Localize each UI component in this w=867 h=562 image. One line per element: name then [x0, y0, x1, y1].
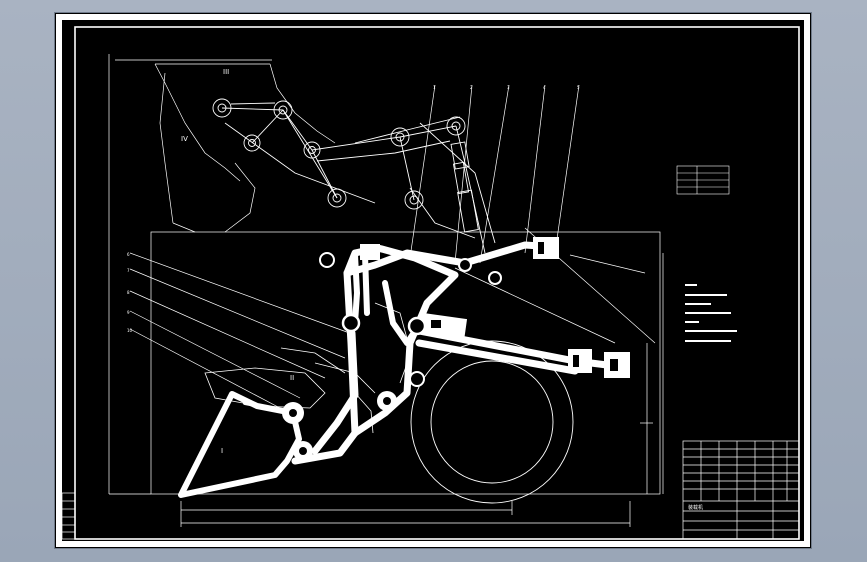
callout-2: 2: [470, 85, 473, 90]
callout-3: 3: [507, 85, 510, 90]
zone-label-top: III: [223, 68, 229, 76]
title-block-name: 装载机: [688, 504, 703, 511]
cylinder-block-details: [431, 242, 618, 371]
pivot-pins: [282, 252, 502, 461]
title-block: [682, 440, 800, 540]
sheet-outer-border: [56, 14, 810, 547]
linkage-detail-lines: [314, 302, 412, 434]
bucket-raised-outline: [204, 347, 346, 409]
leader-10: 10: [127, 328, 133, 333]
front-wheel: [410, 340, 574, 504]
lift-cylinder-upper: [450, 141, 479, 233]
callout-1: 1: [433, 85, 436, 90]
zone-label-bucket: I: [221, 447, 223, 455]
technical-notes: [685, 284, 737, 342]
sheet-inner-frame: [74, 26, 800, 540]
callout-4: 4: [543, 85, 546, 90]
lowered-bucket: [178, 391, 302, 498]
zone-label-left: IV: [181, 135, 188, 143]
left-strip-table: [61, 492, 76, 540]
trajectory-lines: [129, 84, 656, 409]
raised-linkage: [212, 98, 496, 254]
cad-viewport[interactable]: 装载机: [55, 13, 811, 548]
zone-label-mid: II: [290, 374, 294, 382]
lowered-lift-cylinder: [352, 252, 418, 346]
parameter-table: [676, 165, 730, 195]
leader-7: 7: [127, 268, 130, 273]
leader-8: 8: [127, 290, 130, 295]
leader-9: 9: [127, 310, 130, 315]
chassis-outline: [108, 54, 661, 495]
dimension-lines: [180, 253, 664, 527]
drawing-sheet: 装载机: [56, 14, 810, 547]
leader-6: 6: [127, 252, 130, 257]
callout-5: 5: [577, 85, 580, 90]
